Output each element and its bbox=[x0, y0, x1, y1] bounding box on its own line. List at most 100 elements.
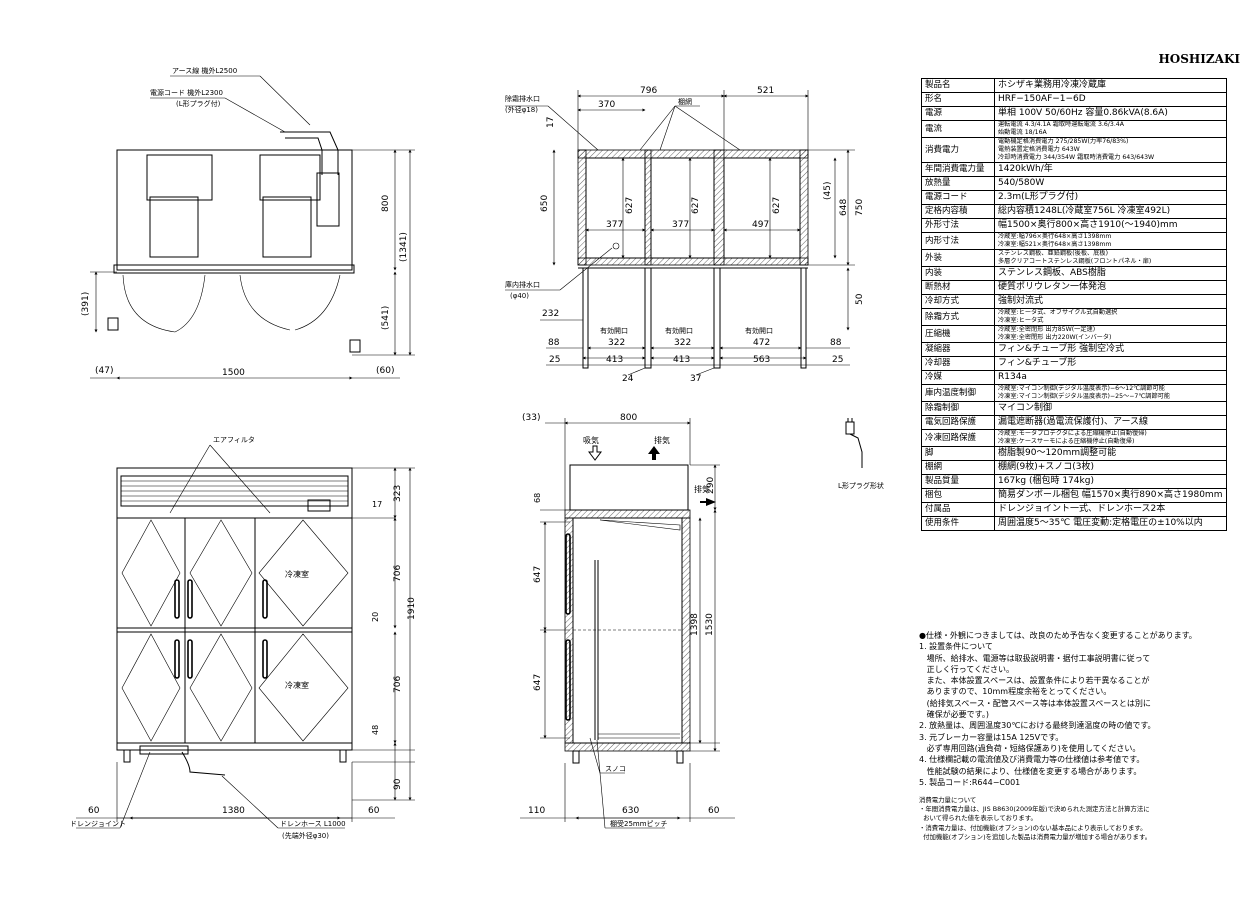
dim-706-b: 706 bbox=[393, 676, 403, 693]
dim-413-a: 413 bbox=[606, 355, 623, 365]
spec-value: ステンレス鋼板、ABS樹脂 bbox=[994, 266, 1227, 281]
note-line: 1. 設置条件について bbox=[919, 642, 993, 652]
dim-322-a: 322 bbox=[608, 338, 625, 348]
energy-note-line: おいて得られた値を表示しております。 bbox=[919, 814, 1037, 823]
dim-370: 370 bbox=[598, 100, 615, 110]
spec-label: 電源コード bbox=[921, 190, 995, 205]
spec-label: 除霜方式 bbox=[921, 308, 995, 326]
dim-1500: 1500 bbox=[222, 368, 245, 378]
spec-value-line: 冷蔵室:マイコン制御(デジタル温度表示)−6〜12℃調節可能 bbox=[998, 385, 1165, 393]
dim-800-side: 800 bbox=[620, 413, 637, 423]
note-line: また、本体設置スペースは、設置条件により若干異なることが bbox=[919, 676, 1150, 686]
spec-row: 付属品ドレンジョイント一式、ドレンホース2本 bbox=[921, 502, 1227, 517]
shelf-net-label: 棚網 bbox=[678, 97, 692, 106]
spec-value: 総内容積1248L(冷蔵室756L 冷凍室492L) bbox=[994, 204, 1227, 219]
dim-497: 497 bbox=[752, 220, 769, 230]
spec-value-line: 冷却時消費電力 344/354W 霜取時消費電力 643/643W bbox=[998, 154, 1155, 161]
dim-290: 290 bbox=[706, 477, 716, 494]
spec-row: 除霜制御マイコン制御 bbox=[921, 401, 1227, 416]
spec-value-line: 540/580W bbox=[998, 178, 1045, 188]
dim-800: 800 bbox=[381, 195, 391, 212]
drain-outlet-inner-dia-label: (φ40) bbox=[510, 292, 529, 300]
brand-logo: HOSHIZAKI bbox=[1158, 52, 1240, 66]
earth-wire-label: アース線 機外L2500 bbox=[172, 66, 237, 75]
spec-value-line: 2.3m(L形プラグ付) bbox=[998, 192, 1079, 202]
note-line: 必ず専用回路(過負荷・短絡保護あり)を使用してください。 bbox=[919, 743, 1141, 753]
dim-750: 750 bbox=[855, 199, 865, 216]
dim-322-b: 322 bbox=[674, 338, 691, 348]
spec-label: 電気回路保護 bbox=[921, 415, 995, 430]
spec-label: 冷却方式 bbox=[921, 294, 995, 309]
spec-value-line: 電動機定格消費電力 275/285W(力率76/83%) bbox=[998, 138, 1129, 146]
spec-row: 内装ステンレス鋼板、ABS樹脂 bbox=[921, 266, 1227, 281]
dim-25-left: 25 bbox=[549, 355, 560, 365]
air-filter-label: エアフィルタ bbox=[213, 435, 255, 444]
dim-647-b: 647 bbox=[533, 674, 543, 691]
note-line: 5. 製品コード:R644−C001 bbox=[919, 777, 1021, 787]
l-plug-label: (L形プラグ付) bbox=[176, 99, 221, 108]
spec-value-line: ステンレス鋼板、亜鉛鋼板(後板、底板) bbox=[998, 250, 1109, 258]
intake-label: 吸気 bbox=[583, 435, 599, 445]
dim-90: 90 bbox=[393, 778, 403, 790]
spec-value-line: 冷凍室:マイコン制御(デジタル温度表示)−25〜−7℃調節可能 bbox=[998, 393, 1171, 400]
spec-label: 外形寸法 bbox=[921, 218, 995, 233]
dim-377-b: 377 bbox=[672, 220, 689, 230]
sunoko-label: スノコ bbox=[605, 765, 626, 773]
spec-value: 冷蔵室:モータプロテクタによる圧縮機停止(自動復帰)冷凍室:ケースサーモによる圧… bbox=[994, 429, 1227, 447]
drain-outlet-top-dia-label: (外径φ18) bbox=[505, 105, 538, 114]
spec-value: 冷蔵室:マイコン制御(デジタル温度表示)−6〜12℃調節可能冷凍室:マイコン制御… bbox=[994, 384, 1227, 402]
spec-label: 製品名 bbox=[921, 78, 995, 93]
dim-413-b: 413 bbox=[673, 355, 690, 365]
spec-row: 梱包簡易ダンボール梱包 幅1570×奥行890×高さ1980mm bbox=[921, 488, 1227, 503]
spec-label: 製品質量 bbox=[921, 474, 995, 489]
dim-60-right: (60) bbox=[376, 366, 394, 376]
shelf-pitch-label: 棚受25mmピッチ bbox=[610, 819, 668, 828]
note-line: (給排気スペース・配管スペース等は本体設置スペースとは別に bbox=[919, 698, 1151, 708]
spec-value: 幅1500×奥行800×高さ1910(〜1940)mm bbox=[994, 218, 1227, 233]
spec-label: 消費電力 bbox=[921, 137, 995, 163]
spec-label: 冷却器 bbox=[921, 356, 995, 371]
dim-60-front-left: 60 bbox=[88, 806, 100, 816]
energy-note-line: 消費電力量について bbox=[919, 796, 977, 804]
spec-value-line: 周囲温度5〜35℃ 電圧変動:定格電圧の±10%以内 bbox=[998, 518, 1203, 528]
dim-541: (541) bbox=[381, 306, 391, 330]
energy-note-line: 付加機能(オプション)を追加した製品は消費電力量が増加する場合があります。 bbox=[919, 832, 1152, 841]
energy-notes: 消費電力量について・年間消費電力量は、JIS B8630(2009年版)で決めら… bbox=[919, 796, 1239, 842]
dim-25-right: 25 bbox=[832, 355, 843, 365]
spec-value-line: 硬質ポリウレタン一体発泡 bbox=[998, 282, 1107, 292]
spec-row: 製品名ホシザキ業務用冷凍冷蔵庫 bbox=[921, 78, 1227, 93]
dim-706-a: 706 bbox=[393, 565, 403, 582]
note-line: 3. 元ブレーカー容量は15A 125Vです。 bbox=[919, 732, 1064, 742]
spec-value: 硬質ポリウレタン一体発泡 bbox=[994, 280, 1227, 295]
dim-630: 630 bbox=[622, 806, 639, 816]
spec-value: フィン&チューブ形 bbox=[994, 356, 1227, 371]
drain-outlet-inner-label: 庫内排水口 bbox=[505, 280, 540, 289]
spec-label: 外装 bbox=[921, 249, 995, 267]
spec-row: 消費電力電動機定格消費電力 275/285W(力率76/83%)電熱装置定格消費… bbox=[921, 137, 1227, 163]
spec-value-line: HRF−150AF−1−6D bbox=[998, 94, 1086, 104]
spec-value-line: 強制対流式 bbox=[998, 296, 1044, 306]
dim-627-c: 627 bbox=[772, 197, 782, 214]
spec-value: 540/580W bbox=[994, 176, 1227, 191]
spec-value: 167kg (梱包時 174kg) bbox=[994, 474, 1227, 489]
dim-88-right: 88 bbox=[830, 338, 842, 348]
spec-value: 簡易ダンボール梱包 幅1570×奥行890×高さ1980mm bbox=[994, 488, 1227, 503]
spec-label: 断熱材 bbox=[921, 280, 995, 295]
dim-627-a: 627 bbox=[625, 197, 635, 214]
spec-value-line: 冷蔵室:ヒータ式、オフサイクル式自動選択 bbox=[998, 309, 1118, 317]
spec-label: 梱包 bbox=[921, 488, 995, 503]
dim-391: (391) bbox=[81, 292, 91, 316]
dim-47: (47) bbox=[95, 366, 113, 376]
note-line: 2. 放熱量は、周囲温度30℃における最終到達温度の時の値です。 bbox=[919, 721, 1156, 731]
dim-17: 17 bbox=[546, 117, 556, 128]
note-line: 4. 仕様欄記載の電流値及び消費電力等の仕様値は参考値です。 bbox=[919, 755, 1145, 765]
spec-value-line: 単相 100V 50/60Hz 容量0.86kVA(8.6A) bbox=[998, 108, 1168, 118]
dim-20: 20 bbox=[371, 612, 380, 622]
dim-232: 232 bbox=[542, 309, 559, 319]
